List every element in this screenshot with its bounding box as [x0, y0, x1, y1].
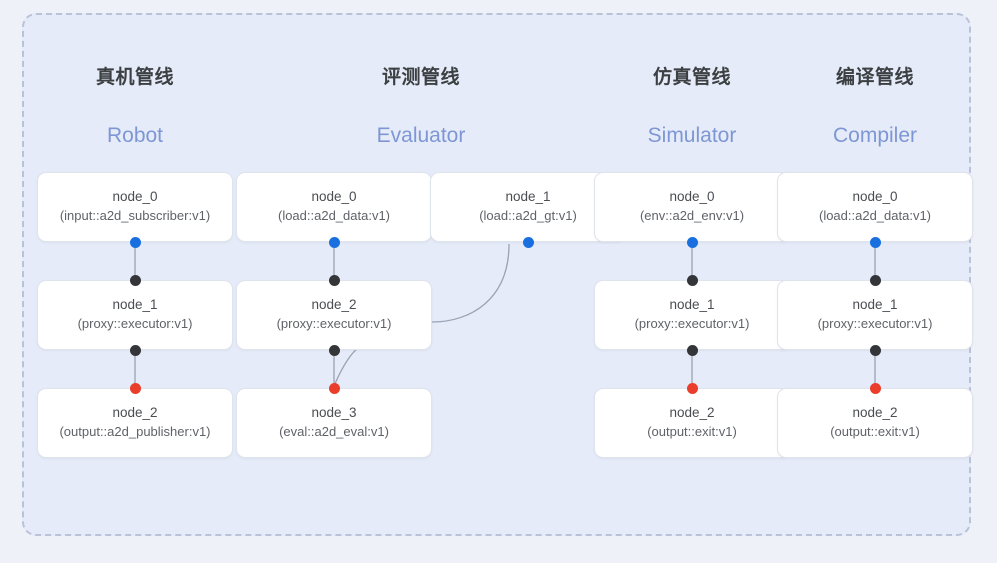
node-type: (eval::a2d_eval:v1): [279, 424, 389, 440]
node-type: (load::a2d_data:v1): [277, 208, 391, 224]
column-title-en-simulator: Simulator: [647, 124, 737, 147]
node-port-blue-bottom[interactable]: [869, 236, 881, 248]
node-port-red-top[interactable]: [328, 382, 340, 394]
column-title-en-compiler: Compiler: [832, 124, 918, 147]
node-name: node_0: [112, 189, 158, 205]
node-name: node_0: [311, 189, 357, 205]
node-card[interactable]: node_0(load::a2d_data:v1): [236, 172, 432, 242]
node-type: (proxy::executor:v1): [276, 316, 392, 332]
node-card[interactable]: node_1(proxy::executor:v1): [777, 280, 973, 350]
node-name: node_2: [311, 297, 357, 313]
node-port-blue-bottom[interactable]: [686, 236, 698, 248]
node-port-blue-bottom[interactable]: [328, 236, 340, 248]
node-card[interactable]: node_2(output::exit:v1): [777, 388, 973, 458]
node-port-black-bottom[interactable]: [129, 344, 141, 356]
node-port-black-top[interactable]: [328, 274, 340, 286]
node-card[interactable]: node_1(proxy::executor:v1): [594, 280, 790, 350]
node-name: node_1: [852, 297, 898, 313]
node-card[interactable]: node_0(input::a2d_subscriber:v1): [37, 172, 233, 242]
column-title-en-evaluator: Evaluator: [376, 124, 466, 147]
node-port-black-bottom[interactable]: [869, 344, 881, 356]
node-name: node_1: [112, 297, 158, 313]
node-card[interactable]: node_2(proxy::executor:v1): [236, 280, 432, 350]
node-name: node_3: [311, 405, 357, 421]
node-port-black-bottom[interactable]: [686, 344, 698, 356]
node-card[interactable]: node_0(env::a2d_env:v1): [594, 172, 790, 242]
node-name: node_1: [505, 189, 551, 205]
node-name: node_0: [852, 189, 898, 205]
node-port-black-top[interactable]: [129, 274, 141, 286]
node-type: (load::a2d_data:v1): [818, 208, 932, 224]
node-port-red-top[interactable]: [129, 382, 141, 394]
node-card[interactable]: node_2(output::a2d_publisher:v1): [37, 388, 233, 458]
node-port-red-top[interactable]: [686, 382, 698, 394]
node-port-black-top[interactable]: [869, 274, 881, 286]
node-port-blue-bottom[interactable]: [522, 236, 534, 248]
node-type: (input::a2d_subscriber:v1): [59, 208, 211, 224]
node-name: node_0: [669, 189, 715, 205]
node-card[interactable]: node_1(proxy::executor:v1): [37, 280, 233, 350]
node-type: (proxy::executor:v1): [634, 316, 750, 332]
node-card[interactable]: node_2(output::exit:v1): [594, 388, 790, 458]
column-title-cn-simulator: 仿真管线: [652, 67, 731, 88]
column-title-cn-compiler: 编译管线: [835, 67, 914, 88]
node-card[interactable]: node_0(load::a2d_data:v1): [777, 172, 973, 242]
node-type: (env::a2d_env:v1): [639, 208, 745, 224]
node-name: node_2: [112, 405, 158, 421]
column-title-cn-robot: 真机管线: [95, 67, 174, 88]
node-name: node_2: [669, 405, 715, 421]
node-type: (proxy::executor:v1): [77, 316, 193, 332]
node-card[interactable]: node_3(eval::a2d_eval:v1): [236, 388, 432, 458]
node-port-black-top[interactable]: [686, 274, 698, 286]
node-type: (load::a2d_gt:v1): [479, 208, 577, 224]
node-port-blue-bottom[interactable]: [129, 236, 141, 248]
node-type: (output::exit:v1): [647, 424, 737, 440]
node-type: (proxy::executor:v1): [817, 316, 933, 332]
node-type: (output::a2d_publisher:v1): [59, 424, 211, 440]
node-name: node_2: [852, 405, 898, 421]
column-title-en-robot: Robot: [106, 124, 164, 147]
node-port-black-bottom[interactable]: [328, 344, 340, 356]
node-name: node_1: [669, 297, 715, 313]
node-type: (output::exit:v1): [830, 424, 920, 440]
column-title-cn-evaluator: 评测管线: [381, 67, 460, 88]
node-port-red-top[interactable]: [869, 382, 881, 394]
